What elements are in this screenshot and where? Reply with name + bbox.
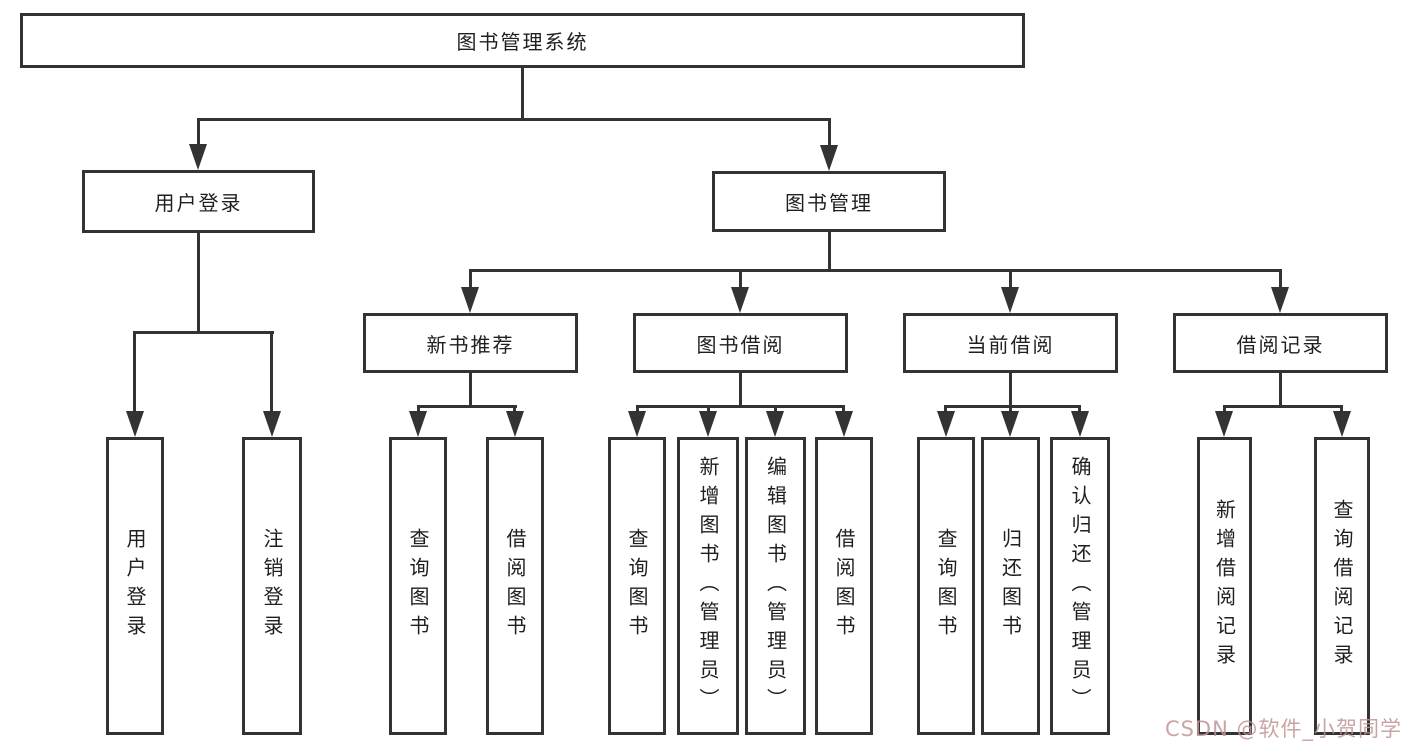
connector-line <box>944 405 947 413</box>
arrowhead-down-icon <box>628 411 646 437</box>
node-label: 新增图书（管理员） <box>696 455 720 717</box>
connector-line <box>1009 269 1012 289</box>
node-label: 用户登录 <box>154 191 243 215</box>
node-label: 查询图书 <box>625 528 649 644</box>
arrowhead-down-icon <box>1071 411 1089 437</box>
arrowhead-down-icon <box>766 411 784 437</box>
connector-line <box>469 269 1282 272</box>
connector-line <box>417 405 517 408</box>
leaf-current-return-books: 归还图书 <box>981 437 1040 735</box>
node-label: 编辑图书（管理员） <box>763 455 788 717</box>
connector-line <box>469 373 472 407</box>
node-label: 新书推荐 <box>426 332 515 357</box>
connector-line <box>133 331 274 334</box>
arrowhead-down-icon <box>835 411 853 437</box>
leaf-user-login: 用户登录 <box>106 437 164 735</box>
connector-line <box>828 232 831 272</box>
node-new-book-recommendation: 新书推荐 <box>363 313 578 373</box>
node-label: 查询借阅记录 <box>1330 499 1354 673</box>
connector-line <box>774 405 777 413</box>
arrowhead-down-icon <box>506 411 524 437</box>
arrowhead-down-icon <box>699 411 717 437</box>
leaf-recommend-borrow-books: 借阅图书 <box>486 437 544 735</box>
leaf-logout-login: 注销登录 <box>242 437 302 735</box>
csdn-watermark: CSDN @软件_小贺同学 <box>1164 717 1402 741</box>
connector-line <box>197 118 831 121</box>
node-label: 借阅图书 <box>503 528 527 644</box>
arrowhead-down-icon <box>189 144 207 170</box>
leaf-current-confirm-return-admin: 确认归还（管理员） <box>1050 437 1110 735</box>
arrowhead-down-icon <box>820 145 838 171</box>
connector-line <box>828 118 831 148</box>
connector-line <box>1223 405 1226 413</box>
arrowhead-down-icon <box>1333 411 1351 437</box>
arrowhead-down-icon <box>461 287 479 313</box>
node-label: 图书管理 <box>785 191 873 215</box>
arrowhead-down-icon <box>1001 411 1019 437</box>
leaf-recommend-query-books: 查询图书 <box>389 437 447 735</box>
connector-line <box>197 233 200 334</box>
connector-line <box>739 373 742 407</box>
connector-line <box>521 68 524 121</box>
connector-line <box>1340 405 1343 413</box>
node-label: 归还图书 <box>998 528 1023 644</box>
node-label: 确认归还（管理员） <box>1068 455 1092 717</box>
arrowhead-down-icon <box>937 411 955 437</box>
connector-line <box>133 331 136 413</box>
node-book-borrowing: 图书借阅 <box>633 313 848 373</box>
node-borrowing-records: 借阅记录 <box>1173 313 1388 373</box>
node-current-borrowing: 当前借阅 <box>903 313 1118 373</box>
connector-line <box>197 118 200 148</box>
node-label: 用户登录 <box>123 528 147 644</box>
connector-line <box>469 269 472 289</box>
connector-line <box>944 405 1081 408</box>
node-label: 新增借阅记录 <box>1212 499 1237 673</box>
arrowhead-down-icon <box>263 411 281 437</box>
leaf-records-query-borrow-record: 查询借阅记录 <box>1314 437 1370 735</box>
node-book-management: 图书管理 <box>712 171 946 232</box>
connector-line <box>707 405 710 413</box>
connector-line <box>842 405 845 413</box>
connector-line <box>1279 269 1282 289</box>
leaf-records-add-borrow-record: 新增借阅记录 <box>1197 437 1252 735</box>
connector-line <box>739 269 742 289</box>
leaf-current-query-books: 查询图书 <box>917 437 975 735</box>
node-label: 查询图书 <box>934 528 958 644</box>
arrowhead-down-icon <box>1215 411 1233 437</box>
connector-line <box>636 405 639 413</box>
arrowhead-down-icon <box>1271 287 1289 313</box>
node-label: 查询图书 <box>406 528 430 644</box>
arrowhead-down-icon <box>731 287 749 313</box>
connector-line <box>270 331 273 413</box>
node-label: 借阅记录 <box>1236 332 1325 357</box>
connector-line <box>1223 405 1343 408</box>
node-user-login: 用户登录 <box>82 170 315 233</box>
connector-line <box>417 405 420 413</box>
connector-line <box>513 405 516 413</box>
connector-line <box>1009 405 1012 413</box>
leaf-borrowing-add-books-admin: 新增图书（管理员） <box>677 437 739 735</box>
node-label: 图书管理系统 <box>456 30 589 54</box>
node-label: 当前借阅 <box>966 332 1055 357</box>
leaf-borrowing-edit-books-admin: 编辑图书（管理员） <box>745 437 806 735</box>
arrowhead-down-icon <box>126 411 144 437</box>
node-library-system: 图书管理系统 <box>20 13 1025 68</box>
node-label: 借阅图书 <box>832 528 856 644</box>
connector-line <box>1009 373 1012 407</box>
node-label: 图书借阅 <box>696 332 785 357</box>
node-label: 注销登录 <box>260 528 284 644</box>
leaf-borrowing-borrow-books: 借阅图书 <box>815 437 873 735</box>
arrowhead-down-icon <box>409 411 427 437</box>
connector-line <box>1279 373 1282 407</box>
leaf-borrowing-query-books: 查询图书 <box>608 437 666 735</box>
connector-line <box>1078 405 1081 413</box>
arrowhead-down-icon <box>1001 287 1019 313</box>
